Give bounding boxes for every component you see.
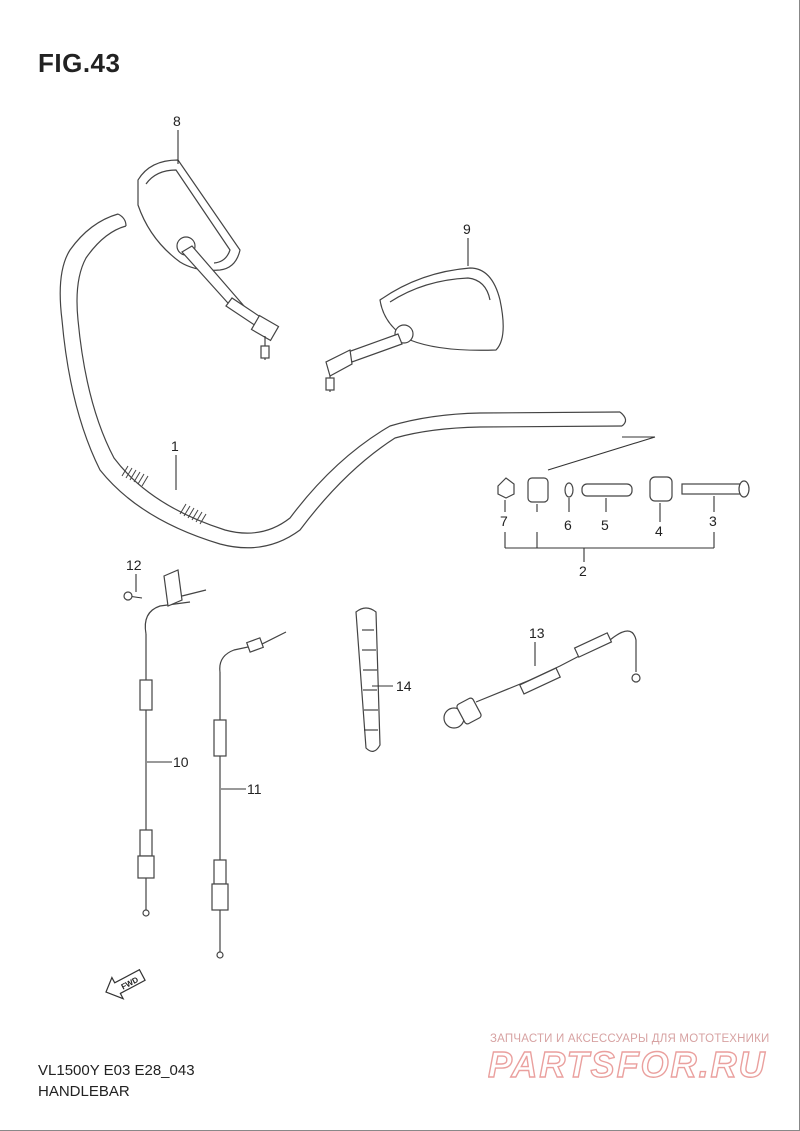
fwd-arrow-icon: FWD: [105, 968, 146, 1000]
cable-tie: [355, 607, 381, 752]
callout-11: 11: [247, 781, 262, 797]
callout-10: 10: [173, 754, 189, 770]
leader-lines: [135, 130, 715, 790]
watermark-brand: PARTSFOR.RU: [488, 1045, 767, 1085]
watermark-tagline: ЗАПЧАСТИ И АКСЕССУАРЫ ДЛЯ МОТОТЕХНИКИ: [490, 1033, 770, 1045]
callout-3: 3: [709, 513, 717, 529]
callout-8: 8: [173, 113, 181, 129]
part-7-nut: [497, 477, 515, 499]
throttle-cable: [211, 631, 287, 959]
part-5-pipe: [581, 483, 633, 497]
callout-2: 2: [579, 563, 587, 579]
figure-title: FIG.43: [38, 48, 121, 78]
choke-cable: [443, 630, 641, 729]
part-balancer-weight: [527, 477, 549, 503]
mirror-left: [137, 159, 280, 360]
callout-labels: 8 9 1 7 6 5 4 3 2 12 13 14 10 11: [126, 113, 717, 797]
callout-4: 4: [655, 523, 663, 539]
handlebar: [59, 213, 656, 549]
watermark-logo: PARTSFOR.RU: [488, 1045, 767, 1085]
callout-6: 6: [564, 517, 572, 533]
balancer-parts: [497, 476, 750, 503]
callout-14: 14: [396, 678, 412, 694]
callout-12: 12: [126, 557, 142, 573]
model-code: VL1500Y E03 E28_043: [38, 1062, 195, 1079]
callout-5: 5: [601, 517, 609, 533]
callout-7: 7: [500, 513, 508, 529]
part-4-rubber: [649, 476, 673, 502]
callout-1: 1: [171, 438, 179, 454]
callout-9: 9: [463, 221, 471, 237]
mirror-right: [325, 267, 504, 392]
part-3-bolt: [681, 483, 743, 495]
clutch-cable: [123, 569, 207, 917]
callout-13: 13: [529, 625, 545, 641]
part-6-washer: [564, 482, 574, 498]
figure-name: HANDLEBAR: [38, 1083, 130, 1100]
